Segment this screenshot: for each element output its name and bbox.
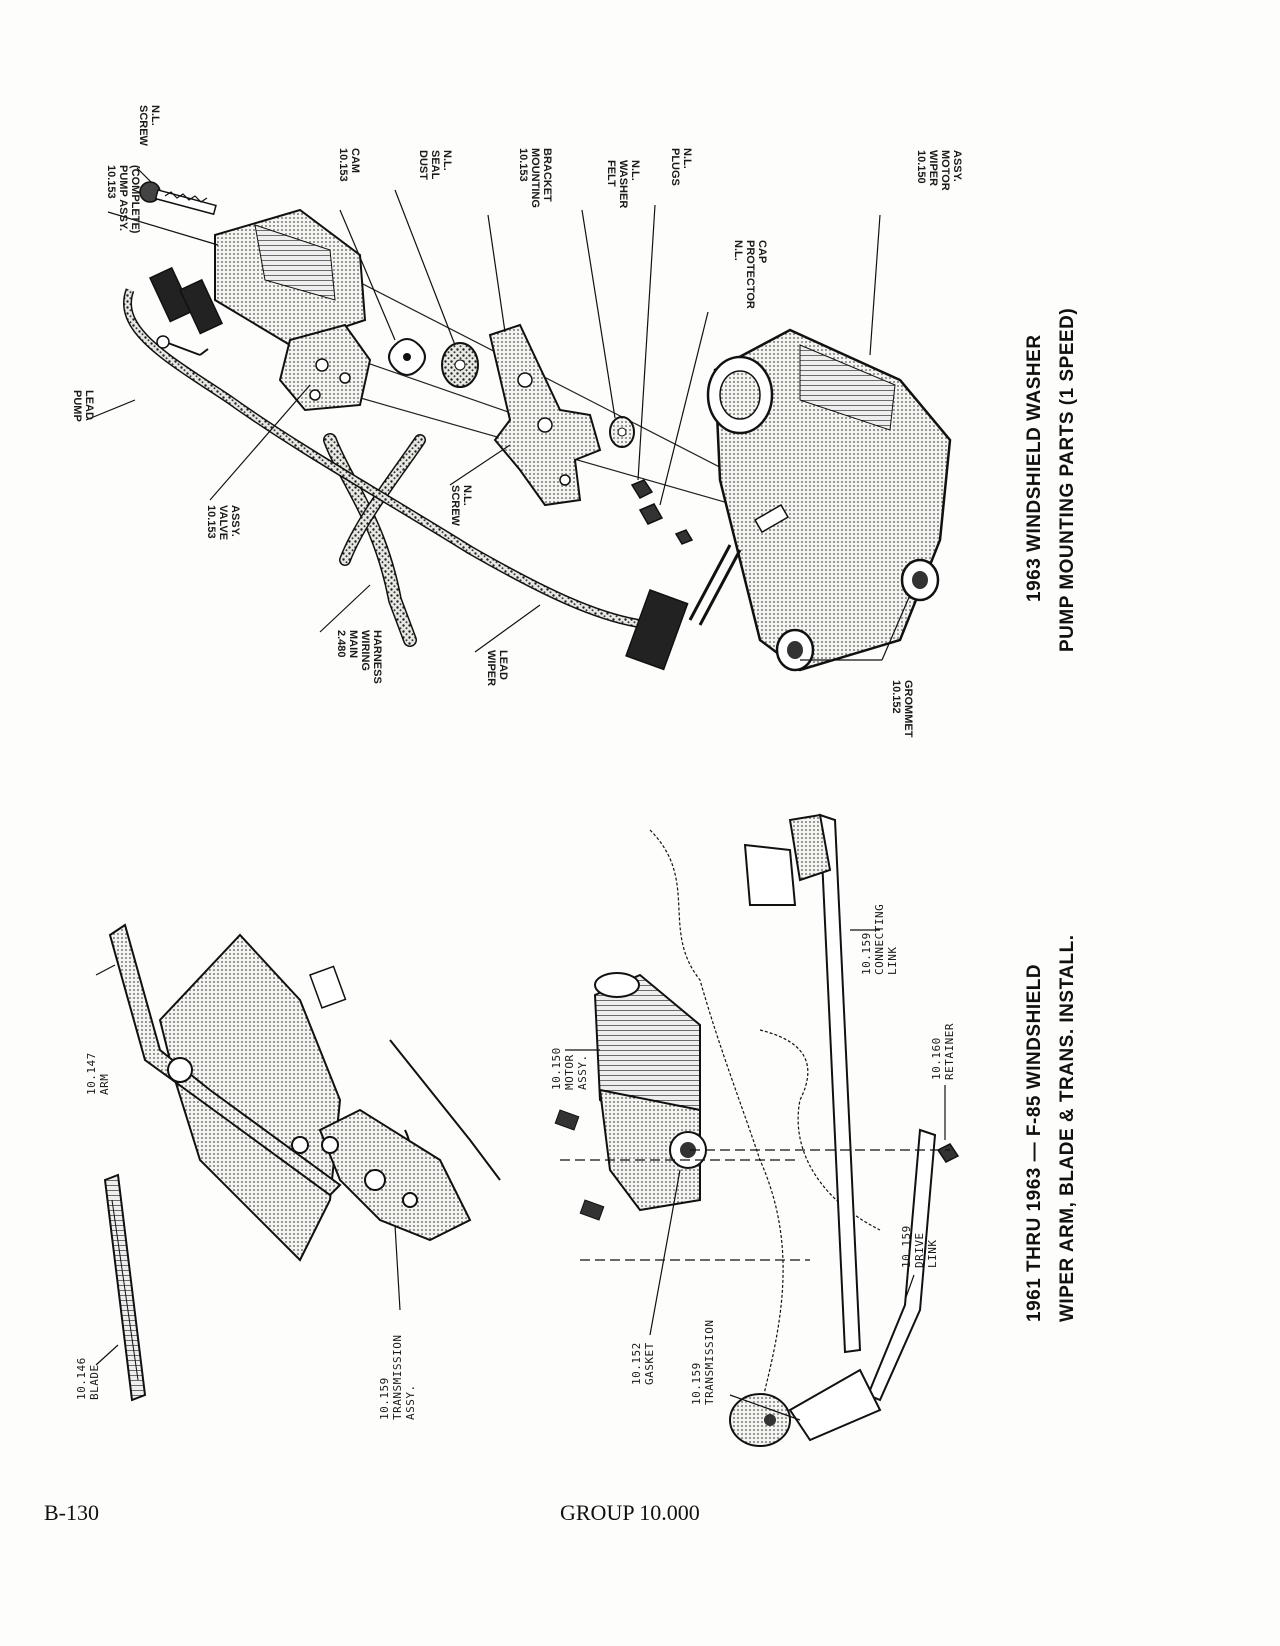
label-gasket: 10.152 — [630, 1342, 643, 1385]
label-screw-mid: SCREW — [449, 485, 461, 527]
connecting-link-part — [743, 813, 862, 1354]
pump-lead-part — [123, 266, 651, 630]
svg-text:10.153 MOUNTING BR: 10.153 MOUNTING BRACKET — [517, 148, 553, 211]
svg-text:PUMP LEAD: PUMP LEAD — [71, 390, 95, 425]
svg-text:DUST SEAL N.L.: DUST SEAL N.L. — [417, 150, 453, 183]
svg-text:10.159 TRANSMISSION: 10.159 TRANSMISSION — [690, 1320, 716, 1405]
label-transmission-assy: 10.159 — [378, 1377, 391, 1420]
label-wiper-lead: WIPER — [485, 650, 497, 686]
svg-text:FELT WASHER N.L.: FELT WASHER N.L. — [605, 160, 641, 211]
wiper-motor-part — [706, 328, 952, 672]
svg-text:10.160 RETAINER: 10.160 RETAINER — [930, 1023, 956, 1080]
label-blade: 10.146 — [75, 1357, 88, 1400]
page-number: B-130 — [44, 1500, 99, 1525]
mounting-guides — [560, 1149, 950, 1261]
svg-text:N.L. PROTECTOR CAP: N.L. PROTECTOR CAP — [732, 240, 768, 312]
svg-text:10.147 ARM: 10.147 ARM — [85, 1045, 111, 1095]
svg-text:SCREW N.L.: SCREW N.L. — [137, 105, 161, 149]
screw-top-part — [139, 181, 217, 216]
svg-text:10.159 DRIVE LINK: 10.159 DRIVE LINK — [900, 1218, 939, 1268]
label-retainer: 10.160 — [930, 1037, 943, 1080]
callout-leaders — [85, 167, 911, 661]
plugs-part — [630, 479, 694, 545]
label-valve-assy: 10.153 — [205, 505, 217, 539]
title-washer-pump-line2: PUMP MOUNTING PARTS (1 SPEED) — [1057, 308, 1078, 652]
wiper-arm-labels: 10.147 ARM 10.146 BLADE 10.159 TRANSMISS… — [75, 897, 956, 1420]
label-pump-assy: 10.153 — [105, 165, 117, 199]
label-connecting-link: 10.159 — [860, 932, 873, 975]
title-wiper-arm-line2: WIPER ARM, BLADE & TRANS. INSTALL. — [1057, 935, 1078, 1322]
callout-leaders-bottom — [95, 929, 946, 1421]
label-wiper-motor-assy: 10.150 — [915, 150, 927, 184]
felt-washer-part — [609, 416, 635, 448]
svg-text:10.159 CONNECTING: 10.159 CONNECTING LINK — [860, 897, 899, 975]
svg-text:10.153 VALVE ASSY.: 10.153 VALVE ASSY. — [205, 505, 241, 543]
svg-text:SCREW N.L.: SCREW N.L. — [449, 485, 473, 529]
group-number: GROUP 10.000 — [560, 1500, 700, 1525]
svg-text:2.480 MAIN WIRING: 2.480 MAIN WIRING HARNESS — [335, 630, 383, 684]
title-washer-pump-line1: 1963 WINDSHIELD WASHER — [1024, 334, 1045, 602]
label-transmission: 10.159 — [690, 1362, 703, 1405]
label-screw-top: SCREW — [137, 105, 149, 147]
retainer-part — [936, 1143, 960, 1163]
washer-pump-labels: SCREW N.L. 10.153 PUMP ASSY. (COMPLETE) … — [71, 105, 963, 738]
svg-text:10.152 GROMMET: 10.152 GROMMET — [890, 680, 914, 738]
wiper-arm-figure — [95, 813, 960, 1447]
svg-text:10.150 WIPER MOTOR: 10.150 WIPER MOTOR ASSY. — [915, 150, 963, 194]
washer-pump-figure — [85, 167, 952, 672]
cam-part — [388, 338, 426, 376]
label-main-wiring-harness: 2.480 — [335, 630, 347, 658]
label-plugs: PLUGS — [669, 148, 681, 186]
transmission-assembly-part — [291, 1108, 472, 1242]
mounting-bracket-part — [488, 323, 602, 507]
pump-assembly-part — [214, 208, 372, 412]
svg-text:PLUGS N.L.: PLUGS N.L. — [669, 148, 693, 189]
svg-text:10.159 TRANSMISSION: 10.159 TRANSMISSION ASSY. — [378, 1327, 417, 1420]
label-felt-washer: FELT — [605, 160, 617, 187]
title-wiper-arm-line1: 1961 THRU 1963 — F-85 WINDSHIELD — [1024, 964, 1045, 1322]
label-mounting-bracket: 10.153 — [517, 148, 529, 182]
drive-link-part — [866, 1128, 937, 1402]
wiper-motor-bottom-part — [554, 972, 707, 1221]
wiper-blade-part — [103, 1173, 147, 1402]
label-dust-seal: DUST — [417, 150, 429, 180]
svg-text:10.146 BLADE: 10.146 BLADE — [75, 1350, 101, 1400]
wiper-arm-part — [108, 923, 342, 1197]
wiper-lead-connector-part — [625, 544, 742, 671]
dust-seal-part — [441, 342, 479, 388]
svg-text:10.153 PUMP ASSY.: 10.153 PUMP ASSY. (COMPLETE) — [105, 165, 141, 234]
label-motor-assy: 10.150 — [550, 1047, 563, 1090]
figure-titles: 1963 WINDSHIELD WASHER PUMP MOUNTING PAR… — [1024, 308, 1078, 1322]
label-cam: 10.153 — [337, 148, 349, 182]
svg-text:10.150 MOTOR ASSY.: 10.150 MOTOR ASSY. — [550, 1040, 589, 1090]
svg-text:10.153 CAM: 10.153 CAM — [337, 148, 361, 185]
label-pump-lead: PUMP — [71, 390, 83, 422]
label-arm: 10.147 — [85, 1052, 98, 1095]
svg-text:10.152 GASKET: 10.152 GASKET — [630, 1335, 656, 1385]
svg-text:WIPER LEAD: WIPER LEAD — [485, 650, 509, 689]
label-drive-link: 10.159 — [900, 1225, 913, 1268]
transmission-pivot-part — [729, 1368, 882, 1447]
label-protector-cap: N.L. — [732, 240, 744, 261]
label-grommet: 10.152 — [890, 680, 902, 714]
